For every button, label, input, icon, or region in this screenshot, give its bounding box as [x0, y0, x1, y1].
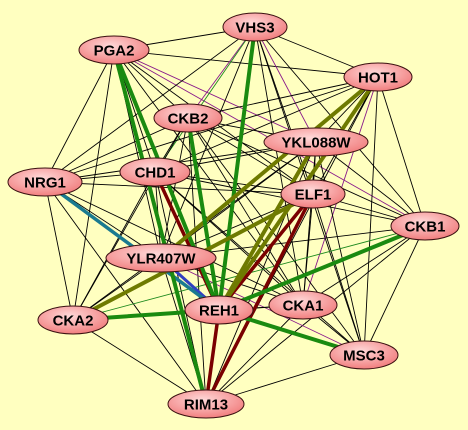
edge-chd1-msc3 — [154, 171, 365, 356]
node-vhs3[interactable]: VHS3 — [222, 12, 288, 42]
node-label: YKL088W — [281, 135, 351, 152]
edge-reh1-rim13 — [204, 308, 221, 406]
node-ellipse[interactable] — [37, 305, 109, 335]
node-rim13[interactable]: RIM13 — [167, 389, 245, 419]
edge-vhs3-chd1 — [154, 26, 256, 173]
node-label: PGA2 — [94, 43, 135, 60]
node-ellipse[interactable] — [329, 340, 399, 370]
edge-hot1-ckb1 — [377, 76, 426, 227]
node-label: CKB2 — [168, 111, 209, 128]
edge-elf1-rim13 — [204, 192, 315, 406]
edge-cka1-rim13 — [205, 304, 304, 405]
edge-vhs3-reh1 — [217, 25, 257, 312]
edge-cka2-rim13 — [72, 319, 207, 405]
node-ellipse[interactable] — [153, 103, 223, 133]
edge-hot1-ylr407w — [159, 75, 380, 260]
node-pga2[interactable]: PGA2 — [78, 35, 150, 65]
edge-elf1-cka1 — [302, 193, 314, 306]
edge-ylr407w-msc3 — [160, 257, 365, 356]
edge-ckb2-ckb1 — [187, 117, 426, 227]
edge-vhs3-ykl088w — [254, 26, 317, 143]
edge-pga2-ykl088w — [113, 49, 317, 143]
node-ellipse[interactable] — [390, 211, 460, 241]
node-chd1[interactable]: CHD1 — [119, 157, 191, 187]
node-ellipse[interactable] — [78, 35, 150, 65]
node-ykl088w[interactable]: YKL088W — [263, 127, 369, 157]
node-ellipse[interactable] — [7, 167, 83, 197]
node-ylr407w[interactable]: YLR407W — [105, 243, 217, 273]
edge-ckb2-reh1 — [186, 116, 221, 312]
node-ckb1[interactable]: CKB1 — [390, 211, 460, 241]
edge-ckb2-cka1 — [187, 117, 304, 306]
node-ellipse[interactable] — [263, 127, 369, 157]
edge-hot1-ckb2 — [187, 76, 379, 119]
edge-nrg1-cka2 — [44, 181, 74, 321]
node-label: RIM13 — [184, 397, 228, 414]
node-ellipse[interactable] — [184, 295, 254, 325]
edge-pga2-nrg1 — [44, 49, 115, 183]
node-cka2[interactable]: CKA2 — [37, 305, 109, 335]
edge-vhs3-ckb2 — [187, 26, 256, 119]
edge-ckb1-msc3 — [363, 225, 426, 356]
node-label: MSC3 — [343, 348, 385, 365]
edge-hot1-nrg1 — [44, 76, 379, 183]
node-ckb2[interactable]: CKB2 — [153, 103, 223, 133]
node-label: ELF1 — [295, 187, 332, 204]
node-label: HOT1 — [358, 70, 398, 87]
node-ellipse[interactable] — [268, 290, 338, 320]
edge-ckb1-cka1 — [302, 225, 426, 306]
node-ellipse[interactable] — [343, 62, 413, 92]
node-ellipse[interactable] — [222, 12, 288, 42]
node-label: CKA1 — [283, 298, 324, 315]
node-msc3[interactable]: MSC3 — [329, 340, 399, 370]
node-ellipse[interactable] — [280, 179, 346, 209]
edge-pga2-rim13 — [112, 48, 208, 406]
edge-nrg1-cka1 — [44, 181, 304, 306]
node-label: CKB1 — [405, 219, 446, 236]
edge-elf1-reh1 — [217, 192, 315, 312]
node-elf1[interactable]: ELF1 — [280, 179, 346, 209]
node-cka1[interactable]: CKA1 — [268, 290, 338, 320]
node-reh1[interactable]: REH1 — [184, 295, 254, 325]
edge-nrg1-elf1 — [44, 181, 314, 195]
node-ellipse[interactable] — [105, 243, 217, 273]
edge-hot1-msc3 — [363, 76, 379, 356]
edge-vhs3-nrg1 — [44, 26, 256, 183]
edge-vhs3-ckb1 — [254, 26, 426, 227]
node-hot1[interactable]: HOT1 — [343, 62, 413, 92]
edge-pga2-cka1 — [113, 49, 304, 306]
edge-ykl088w-reh1 — [217, 140, 318, 312]
node-label: VHS3 — [235, 20, 274, 37]
edge-ykl088w-ckb1 — [315, 141, 426, 227]
node-label: NRG1 — [24, 175, 66, 192]
node-label: CKA2 — [53, 313, 94, 330]
edge-chd1-cka2 — [72, 171, 156, 321]
node-label: CHD1 — [135, 165, 176, 182]
node-nrg1[interactable]: NRG1 — [7, 167, 83, 197]
node-label: REH1 — [199, 303, 239, 320]
node-label: YLR407W — [126, 251, 196, 268]
edge-elf1-msc3 — [312, 193, 365, 356]
edge-vhs3-cka1 — [254, 26, 304, 306]
edge-pga2-hot1 — [113, 49, 379, 78]
node-ellipse[interactable] — [119, 157, 191, 187]
node-ellipse[interactable] — [167, 389, 245, 419]
edge-ckb1-reh1 — [217, 224, 427, 312]
edge-pga2-cka2 — [72, 49, 115, 321]
